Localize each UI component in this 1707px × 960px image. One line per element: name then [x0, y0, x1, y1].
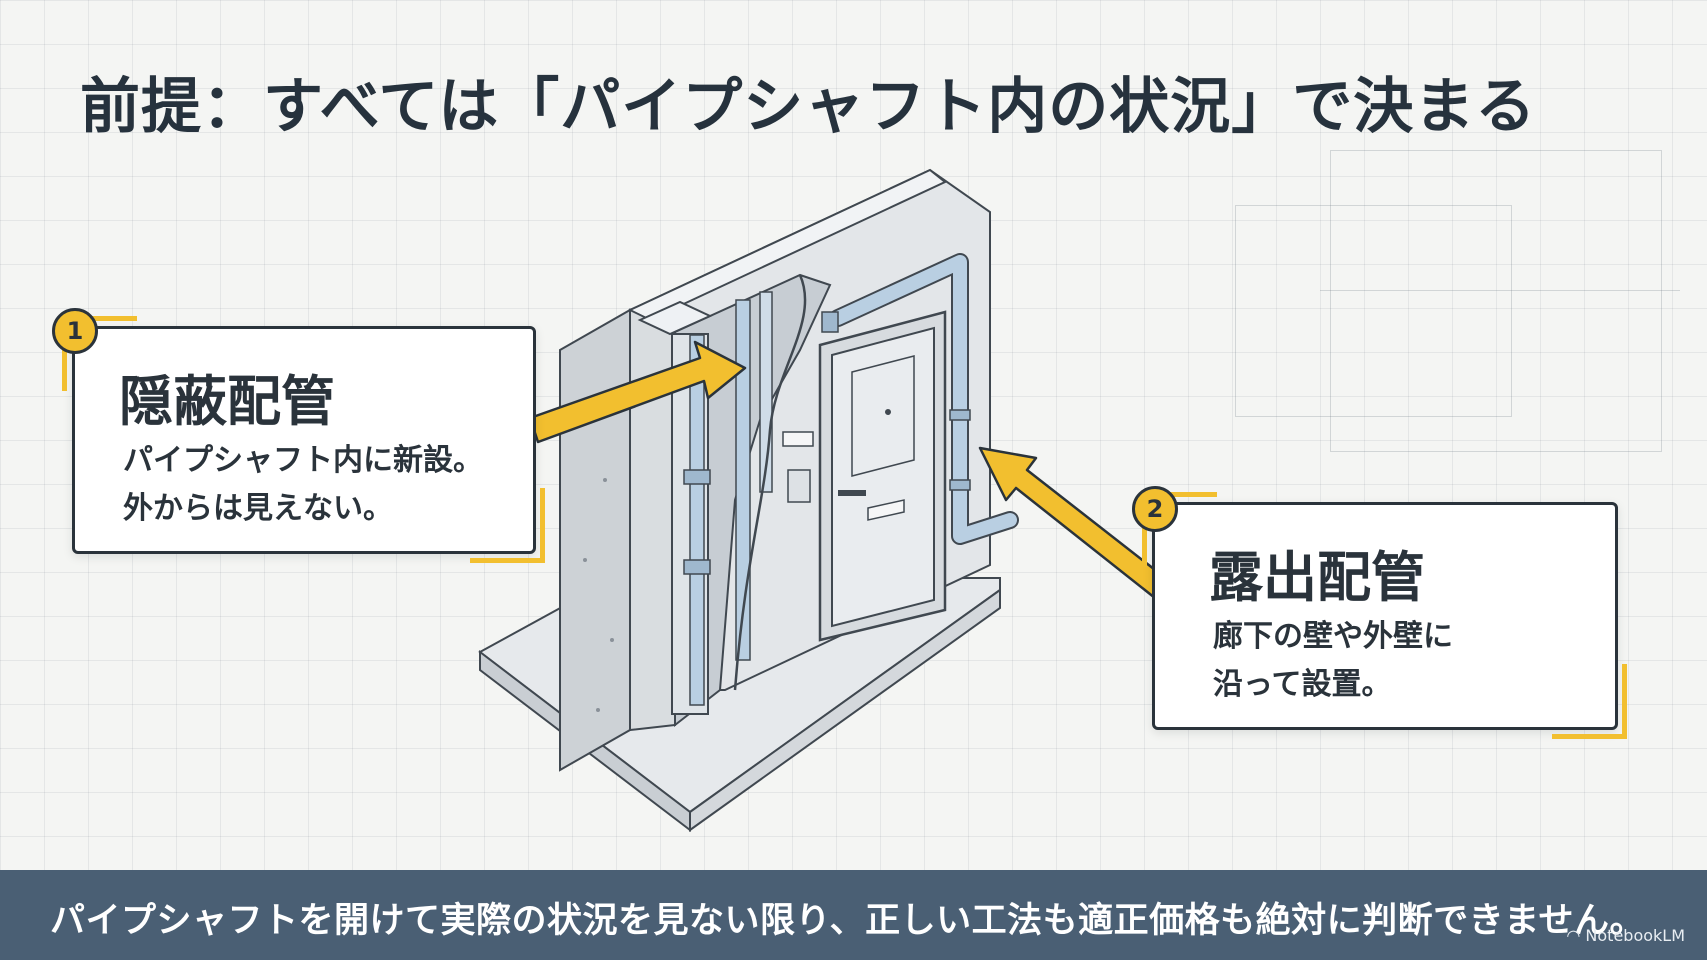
brand-watermark: ◠ NotebookLM [1566, 926, 1685, 945]
brand-name: NotebookLM [1585, 926, 1685, 945]
callout-concealed-piping: 隠蔽配管 パイプシャフト内に新設。 外からは見えない。 [72, 326, 536, 554]
description-line: 外からは見えない。 [123, 491, 393, 526]
duct-top [637, 300, 713, 336]
concrete-wall-front [559, 308, 631, 772]
exposed-pipe-fill [831, 255, 1017, 543]
concealed-pipe [689, 334, 705, 706]
pipe-clamp [949, 409, 971, 421]
page-title: 前提：すべては「パイプシャフト内の状況」で決まる [80, 72, 1537, 142]
corner-accent [470, 488, 545, 563]
corner-accent [1552, 664, 1627, 739]
concrete-speck [610, 638, 614, 642]
decorative-frame [1330, 150, 1662, 452]
wall-cut-edge [733, 274, 807, 691]
intercom-panel [787, 469, 811, 503]
description-line: パイプシャフト内に新設。 [123, 443, 483, 478]
callout-exposed-piping: 露出配管 廊下の壁や外壁に 沿って設置。 [1152, 502, 1618, 730]
concrete-speck [583, 558, 587, 562]
arrow-concealed [528, 340, 747, 444]
door-handle [838, 490, 866, 496]
callout-title: 隠蔽配管 [119, 370, 335, 433]
door-panel [851, 355, 915, 477]
decorative-frame [1235, 205, 1512, 417]
door-mail-slot [867, 499, 905, 521]
pipe-shaft-illustration [478, 168, 1170, 833]
concrete-speck [596, 708, 600, 712]
description-line: 沿って設置。 [1213, 667, 1392, 702]
callout-number-badge: 2 [1132, 486, 1178, 532]
pipe-end-cap [821, 311, 839, 333]
pipe-clamp [949, 479, 971, 491]
description-line: 廊下の壁や外壁に [1213, 619, 1453, 654]
door-peephole [885, 409, 891, 415]
name-plate [782, 431, 814, 447]
footer-message: パイプシャフトを開けて実際の状況を見ない限り、正しい工法も適正価格も絶対に判断で… [50, 901, 1646, 941]
callout-title: 露出配管 [1209, 546, 1425, 609]
decorative-frame [1320, 290, 1680, 292]
callout-description: 廊下の壁や外壁に 沿って設置。 [1213, 613, 1453, 709]
callout-number-badge: 1 [52, 308, 98, 354]
pipe-joint [683, 559, 711, 575]
notebooklm-logo-icon: ◠ [1566, 926, 1586, 945]
corner-accent [62, 316, 137, 391]
pipe-joint [683, 469, 711, 485]
callout-description: パイプシャフト内に新設。 外からは見えない。 [123, 437, 483, 533]
door [831, 326, 935, 628]
footer-banner: パイプシャフトを開けて実際の状況を見ない限り、正しい工法も適正価格も絶対に判断で… [0, 870, 1707, 960]
concealed-pipe [735, 299, 751, 661]
concrete-speck [603, 478, 607, 482]
floor-slab-front [689, 588, 1001, 832]
